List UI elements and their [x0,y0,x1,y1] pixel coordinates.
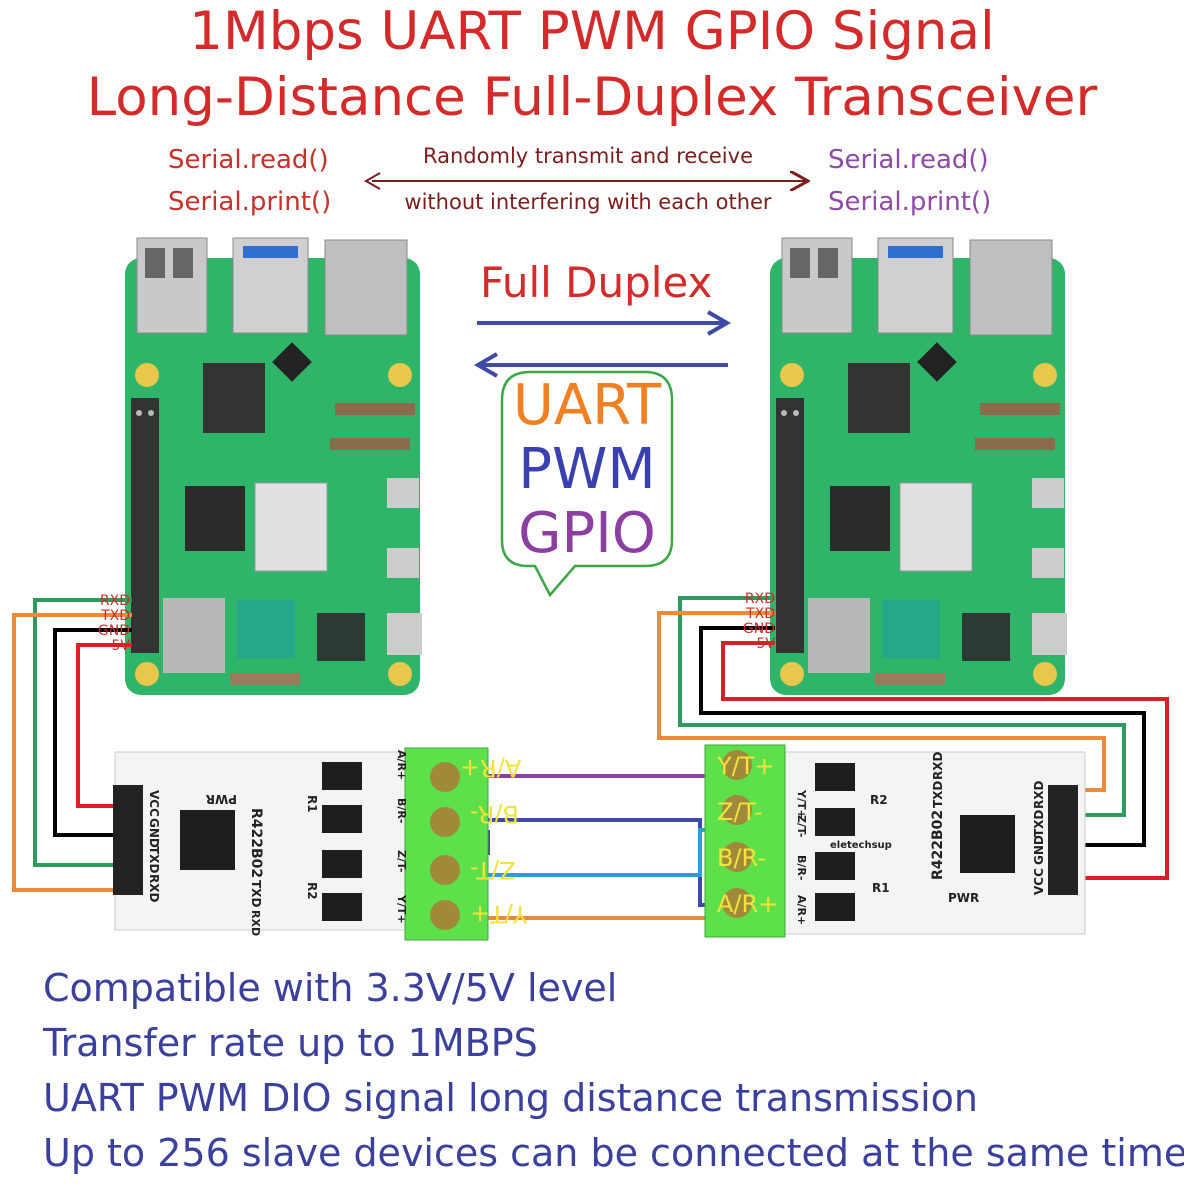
label-gnd-right: GND [743,621,775,637]
full-duplex-label: Full Duplex [480,258,713,307]
rs422-module-left [113,747,489,941]
rs422-module-right [704,744,1086,938]
raspberry-pi-left [124,237,423,696]
brand-right: eletechsup [830,840,892,851]
feature-3: UART PWM DIO signal long distance transm… [43,1076,978,1120]
r1-left: R1 [305,795,319,813]
silk-br-left: B/R- [395,798,408,823]
wiring-right [657,596,1169,880]
silk-br-right: B/R- [795,855,808,880]
silk-yt-right: Y/T+ [795,789,808,819]
label-txd-left: TXD [100,608,130,624]
terminal-br-right: B/R- [717,844,766,872]
pin-txd-right: TXD [1032,810,1046,837]
speech-bubble [500,370,674,598]
pin-rxd-left: RXD [147,874,161,902]
pin-vcc-right: VCC [1032,868,1046,895]
bubble-uart: UART [512,373,662,438]
note-line-1: Randomly transmit and receive [423,144,753,168]
terminal-zt-left: Z/T- [470,856,516,884]
raspberry-pi-right [769,237,1068,696]
silk-zt-left: Z/T- [395,850,408,872]
silk-ar-left: A/R+ [395,750,408,780]
feature-1: Compatible with 3.3V/5V level [43,966,618,1010]
r2-right: R2 [870,793,888,807]
note-line-2: without interfering with each other [404,190,772,214]
pin-txd-left: TXD [147,846,161,873]
pin-rxd-right: RXD [1032,781,1046,809]
left-serial-read: Serial.read() [168,145,329,175]
right-serial-print: Serial.print() [828,187,992,217]
r2-left: R2 [305,882,319,900]
terminal-yt-right: Y/T+ [716,752,775,780]
full-duplex-arrows [474,310,731,378]
label-gnd-left: GND [98,623,130,639]
feature-4: Up to 256 slave devices can be connected… [43,1131,1184,1175]
pwr-left: PWR [206,792,237,806]
pin-gnd-right: GND [1032,835,1046,865]
r1-right: R1 [872,881,890,895]
differential-lines [470,774,722,920]
right-serial-read: Serial.read() [828,145,989,175]
pin-gnd-left: GND [147,818,161,848]
silk-zt-right: Z/T- [795,815,808,837]
label-5v-right: 5V [757,636,776,652]
title-line-2: Long-Distance Full-Duplex Transceiver [86,67,1098,128]
silk-ar-right: A/R+ [795,895,808,925]
led-rxd-right: RXD [931,752,945,780]
terminal-zt-right: Z/T- [717,798,763,826]
led-txd-left: TXD [249,880,263,907]
terminal-br-left: B/R- [470,800,519,828]
silk-yt-left: Y/T+ [395,894,408,924]
terminal-ar-left: A/R+ [460,754,521,782]
label-txd-right: TXD [745,606,775,622]
bubble-pwm: PWM [518,437,656,502]
wiring-left [12,598,132,892]
label-rxd-left: RXD [100,593,130,609]
label-rxd-right: RXD [745,591,775,607]
left-serial-print: Serial.print() [168,187,332,217]
bubble-gpio: GPIO [518,501,656,566]
terminal-yt-left: Y/T+ [470,900,529,928]
led-txd-right: TXD [931,781,945,808]
label-5v-left: 5V [112,638,131,654]
terminal-ar-right: A/R+ [717,890,778,918]
pin-vcc-left: VCC [147,790,161,817]
model-left: R422B02 [248,808,264,878]
feature-2: Transfer rate up to 1MBPS [43,1021,538,1065]
led-rxd-left: RXD [249,910,262,936]
pwr-right: PWR [948,891,979,905]
model-right: R422B02 [930,810,946,880]
title-line-1: 1Mbps UART PWM GPIO Signal [189,1,995,62]
